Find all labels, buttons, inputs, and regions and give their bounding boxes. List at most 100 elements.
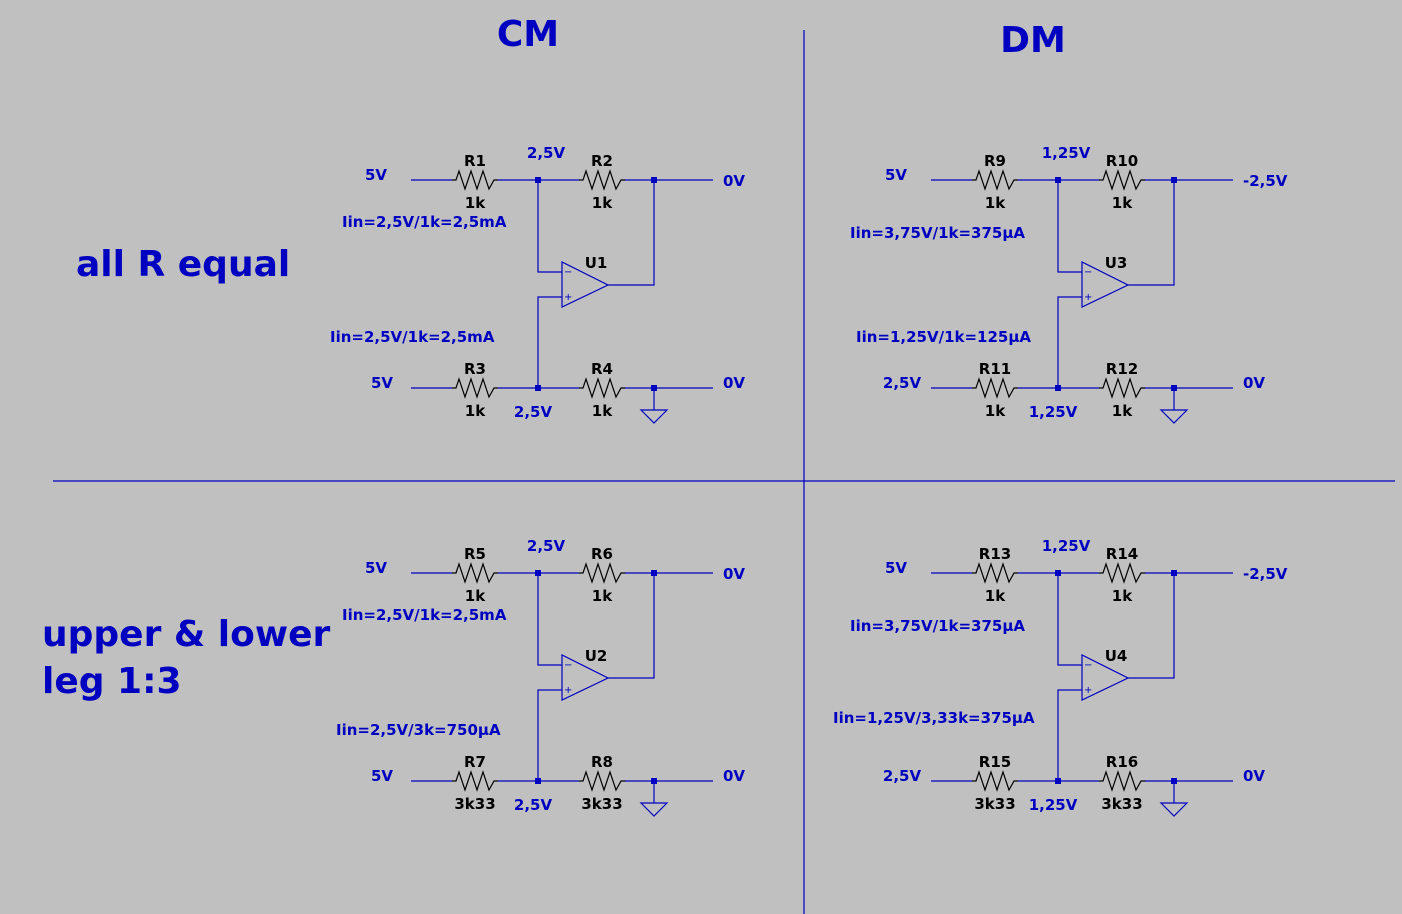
resistor-bot-b-value: 1k [592, 402, 613, 420]
resistor-top-b-value: 1k [592, 587, 613, 605]
opamp-minus-sign: − [564, 267, 572, 278]
resistor-bot-b-name: R16 [1106, 753, 1138, 771]
opamp-minus-sign: − [564, 660, 572, 671]
ground-symbol [639, 802, 669, 817]
current-note-top: Iin=3,75V/1k=375µA [850, 224, 1025, 242]
resistor-top-a-value: 1k [985, 587, 1006, 605]
resistor-bot-b-value: 3k33 [581, 795, 622, 813]
voltage-bot-out: 0V [723, 767, 745, 785]
voltage-bot-out: 0V [1243, 767, 1265, 785]
voltage-bot-node: 1,25V [1029, 796, 1078, 814]
wire-opamp-output [608, 573, 655, 679]
wire-inverting-input [1057, 573, 1082, 666]
opamp-name: U1 [585, 254, 608, 272]
resistor-bot-b-name: R8 [591, 753, 613, 771]
voltage-top-node: 1,25V [1042, 144, 1091, 162]
voltage-top-node: 2,5V [527, 144, 566, 162]
resistor-top-b-name: R10 [1106, 152, 1138, 170]
voltage-top-out: -2,5V [1243, 565, 1288, 583]
resistor-bot-a-name: R3 [464, 360, 486, 378]
resistor-top-b [1099, 562, 1145, 584]
resistor-top-b [579, 562, 625, 584]
resistor-top-a [452, 169, 498, 191]
voltage-bot-in: 5V [371, 767, 393, 785]
opamp-plus-sign: + [1084, 292, 1092, 303]
resistor-top-a-value: 1k [465, 194, 486, 212]
wire-opamp-output [608, 180, 655, 286]
wire-noninverting-input [1057, 296, 1082, 388]
resistor-bot-a-name: R7 [464, 753, 486, 771]
resistor-top-b-name: R14 [1106, 545, 1138, 563]
voltage-bot-out: 0V [723, 374, 745, 392]
ground-symbol [639, 409, 669, 424]
voltage-bot-in: 2,5V [883, 767, 922, 785]
current-note-top: Iin=2,5V/1k=2,5mA [342, 213, 507, 231]
resistor-top-b-value: 1k [1112, 587, 1133, 605]
resistor-bot-b-value: 1k [1112, 402, 1133, 420]
voltage-top-in: 5V [885, 559, 907, 577]
resistor-top-a [972, 169, 1018, 191]
resistor-top-b [579, 169, 625, 191]
current-note-bot: Iin=2,5V/3k=750µA [336, 721, 501, 739]
resistor-top-a-value: 1k [985, 194, 1006, 212]
voltage-top-node: 1,25V [1042, 537, 1091, 555]
resistor-bot-b-value: 3k33 [1101, 795, 1142, 813]
resistor-bot-a [972, 377, 1018, 399]
current-note-top: Iin=2,5V/1k=2,5mA [342, 606, 507, 624]
wire-opamp-output [1128, 180, 1175, 286]
opamp-plus-sign: + [564, 292, 572, 303]
opamp-name: U2 [585, 647, 608, 665]
opamp-name: U3 [1105, 254, 1128, 272]
wire-inverting-input [537, 180, 562, 273]
resistor-bot-b [579, 770, 625, 792]
ground-symbol [1159, 409, 1189, 424]
wire-noninverting-input [537, 296, 562, 388]
resistor-top-a [452, 562, 498, 584]
resistor-top-a-name: R9 [984, 152, 1006, 170]
voltage-top-out: 0V [723, 172, 745, 190]
resistor-top-a [972, 562, 1018, 584]
circuit-dm-legs-1-3: −+R131kR141kR153k33R163k33U45V1,25V-2,5V… [833, 537, 1288, 817]
resistor-bot-b [1099, 377, 1145, 399]
resistor-bot-b [579, 377, 625, 399]
header-dm: DM [1000, 20, 1066, 61]
resistor-bot-a-value: 3k33 [974, 795, 1015, 813]
resistor-top-b-name: R6 [591, 545, 613, 563]
opamp-minus-sign: − [1084, 660, 1092, 671]
resistor-top-a-name: R1 [464, 152, 486, 170]
resistor-top-b-value: 1k [592, 194, 613, 212]
current-note-bot: Iin=1,25V/1k=125µA [856, 328, 1031, 346]
header-cm: CM [497, 14, 559, 55]
opamp-symbol [1081, 654, 1130, 701]
voltage-bot-out: 0V [1243, 374, 1265, 392]
wire-noninverting-input [1057, 689, 1082, 781]
resistor-bot-b-name: R4 [591, 360, 613, 378]
resistor-bot-a-value: 3k33 [454, 795, 495, 813]
resistor-bot-b-name: R12 [1106, 360, 1138, 378]
wire-inverting-input [1057, 180, 1082, 273]
ground-symbol [1159, 802, 1189, 817]
current-note-bot: Iin=1,25V/3,33k=375µA [833, 709, 1035, 727]
opamp-symbol [561, 654, 610, 701]
row-label-upper-lower: upper & lower [42, 614, 331, 655]
resistor-bot-a [452, 770, 498, 792]
row-label-leg-ratio: leg 1:3 [42, 661, 182, 702]
opamp-plus-sign: + [1084, 685, 1092, 696]
voltage-bot-in: 2,5V [883, 374, 922, 392]
resistor-top-b [1099, 169, 1145, 191]
circuit-dm-all-r-equal: −+R91kR101kR111kR121kU35V1,25V-2,5V2,5V1… [850, 144, 1288, 424]
current-note-top: Iin=3,75V/1k=375µA [850, 617, 1025, 635]
circuit-cm-all-r-equal: −+R11kR21kR31kR41kU15V2,5V0V5V2,5V0VIin=… [330, 144, 745, 424]
resistor-bot-a-value: 1k [465, 402, 486, 420]
voltage-top-in: 5V [365, 559, 387, 577]
wire-inverting-input [537, 573, 562, 666]
voltage-top-out: -2,5V [1243, 172, 1288, 190]
voltage-top-out: 0V [723, 565, 745, 583]
wire-opamp-output [1128, 573, 1175, 679]
voltage-top-in: 5V [365, 166, 387, 184]
resistor-bot-a [452, 377, 498, 399]
wire-noninverting-input [537, 689, 562, 781]
voltage-bot-node: 2,5V [514, 796, 553, 814]
resistor-bot-a-name: R15 [979, 753, 1011, 771]
resistor-bot-a-value: 1k [985, 402, 1006, 420]
